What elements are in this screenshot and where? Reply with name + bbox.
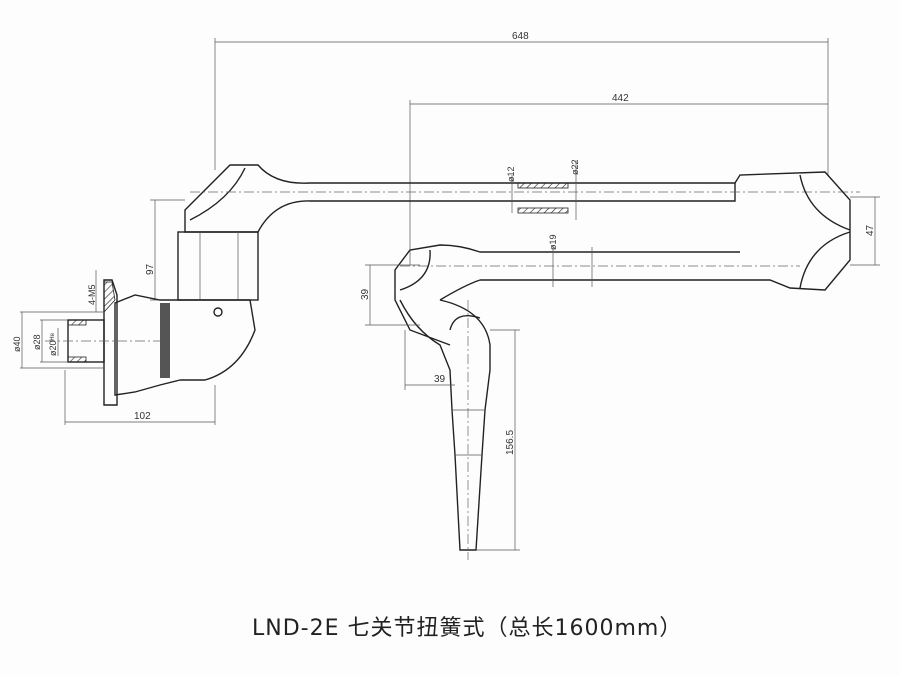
dimension-648: 648 (214, 31, 829, 175)
dimension-label-47: 47 (865, 224, 876, 236)
left-joint: 97 (145, 199, 259, 381)
dimension-label-d28: ø28 (32, 334, 42, 350)
upper-arm: ø12 ø22 (184, 159, 860, 233)
dimension-label-442: 442 (612, 93, 629, 104)
dimension-label-156-5: 156.5 (505, 430, 516, 455)
lower-arm: ø19 (394, 234, 800, 346)
dimension-label-d20: ø20ᴴ⁸ (48, 333, 58, 356)
dimension-label-39-horizontal: 39 (434, 374, 446, 385)
dimension-label-648: 648 (512, 31, 529, 42)
dimension-label-39-vertical: 39 (360, 288, 371, 300)
dimension-label-d40: ø40 (12, 336, 22, 352)
dimension-442: 442 (409, 93, 828, 265)
right-joint: 47 (734, 171, 880, 291)
dimension-label-102: 102 (134, 411, 151, 422)
dimension-label-d22: ø22 (570, 159, 580, 175)
dimension-label-d19: ø19 (548, 234, 558, 250)
dimension-label-d12: ø12 (506, 166, 516, 182)
drop-arm: 39 39 156.5 (360, 264, 520, 560)
dimension-label-97: 97 (145, 263, 156, 275)
drawing-title: LND-2E 七关节扭簧式（总长1600mm） (252, 616, 683, 641)
base-flange: ø40 ø28 ø20ᴴ⁸ 4-M5 102 (12, 270, 216, 425)
dimension-label-4-m5: 4-M5 (87, 284, 97, 305)
